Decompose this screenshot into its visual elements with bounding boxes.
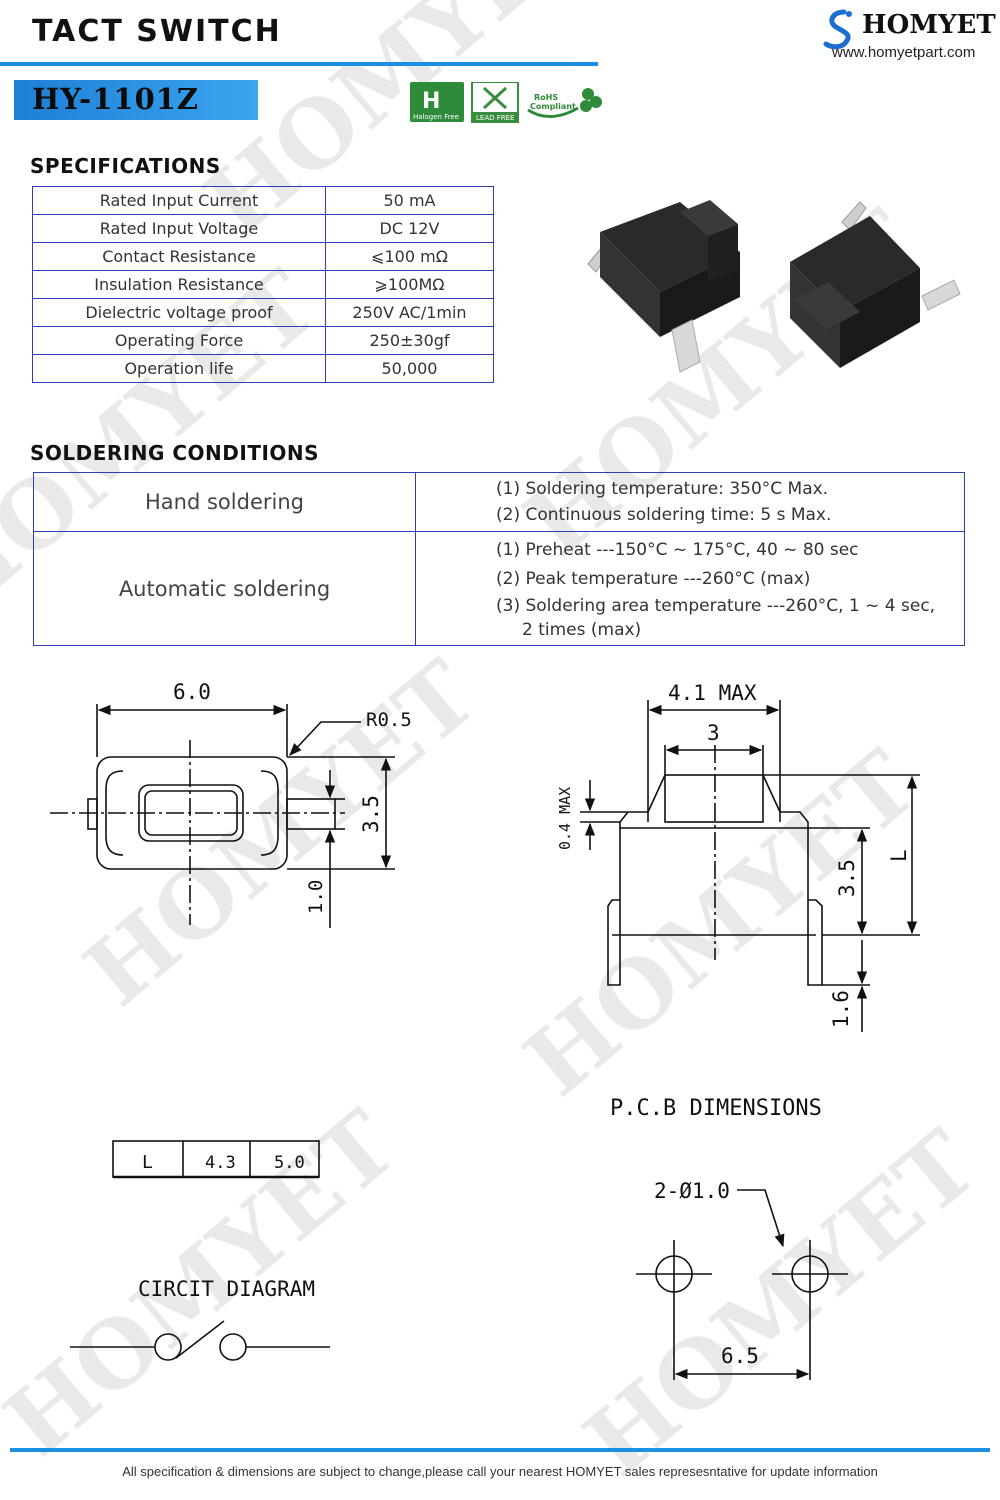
brand-logo-icon	[823, 9, 852, 50]
model-number: HY-1101Z	[32, 82, 200, 116]
side-body-height-dim: 3.5	[835, 859, 859, 897]
condition-line: (2) Peak temperature ---260°C (max)	[496, 568, 811, 589]
halogen-free-icon: H Halogen Free	[410, 82, 464, 122]
top-view-drawing	[50, 704, 395, 928]
side-max-width-dim: 4.1 MAX	[668, 681, 757, 705]
brand-logo: HOMYET www.homyetpart.com	[822, 8, 996, 64]
spec-name: Operation life	[32, 354, 326, 383]
model-banner: HY-1101Z	[14, 80, 258, 120]
rohs-icon: RoHS Compliant	[527, 88, 602, 118]
side-view-drawing	[580, 700, 920, 1032]
circuit-diagram-title: CIRCIT DIAGRAM	[138, 1277, 315, 1301]
l-table-grid	[112, 1140, 320, 1179]
pcb-dimensions-drawing	[636, 1189, 848, 1380]
switch-left-illustration	[587, 200, 740, 373]
header-rule	[0, 62, 598, 66]
page-title: TACT SWITCH	[32, 14, 282, 49]
side-lead-dim: 1.6	[829, 990, 853, 1028]
l-table-label: L	[142, 1152, 153, 1173]
svg-text:H: H	[422, 89, 440, 114]
condition-line: (3) Soldering area temperature ---260°C,…	[496, 595, 936, 616]
spec-name: Insulation Resistance	[32, 270, 326, 299]
brand-name: HOMYET	[862, 10, 996, 40]
specifications-title: SPECIFICATIONS	[30, 154, 221, 178]
pcb-hole-dim: 2-Ø1.0	[654, 1179, 730, 1203]
spec-value: ⩽100 mΩ	[325, 242, 494, 271]
spec-value: DC 12V	[325, 214, 494, 243]
spec-value: 250±30gf	[325, 326, 494, 355]
footer-disclaimer: All specification & dimensions are subje…	[122, 1464, 878, 1479]
top-radius-dim: R0.5	[366, 709, 412, 731]
lead-free-label: LEAD FREE	[476, 114, 514, 122]
condition-line: (1) Preheat ---150°C ~ 175°C, 40 ~ 80 se…	[496, 539, 859, 560]
condition-line: (2) Continuous soldering time: 5 s Max.	[496, 505, 832, 525]
brand-website: www.homyetpart.com	[832, 44, 976, 61]
pcb-title: P.C.B DIMENSIONS	[610, 1096, 822, 1121]
halogen-free-label: Halogen Free	[413, 113, 459, 121]
table-row: Automatic soldering (1) Preheat ---150°C…	[33, 531, 965, 646]
top-offset-dim: 1.0	[305, 880, 327, 914]
table-row: Contact Resistance⩽100 mΩ	[32, 242, 494, 271]
soldering-title: SOLDERING CONDITIONS	[30, 441, 320, 465]
l-table-option-2: 5.0	[274, 1153, 305, 1173]
automatic-soldering-conditions: (1) Preheat ---150°C ~ 175°C, 40 ~ 80 se…	[415, 531, 965, 646]
footer-rule	[10, 1448, 990, 1452]
table-row: Hand soldering (1) Soldering temperature…	[33, 472, 965, 532]
table-row: Insulation Resistance⩾100MΩ	[32, 270, 494, 299]
spec-name: Rated Input Current	[32, 186, 326, 215]
side-step-dim: 0.4 MAX	[556, 787, 574, 850]
condition-line: (1) Soldering temperature: 350°C Max.	[496, 479, 829, 499]
side-actuator-dim: 3	[707, 721, 720, 745]
soldering-table: Hand soldering (1) Soldering temperature…	[33, 472, 965, 646]
top-height-dim: 3.5	[359, 795, 383, 833]
circuit-diagram-drawing	[70, 1320, 330, 1361]
lead-free-icon: LEAD FREE	[471, 82, 519, 123]
compliance-badges: H Halogen Free LEAD FREE RoHS Compliant	[410, 82, 602, 123]
spec-value: 50 mA	[325, 186, 494, 215]
technical-drawings: 6.0 R0.5 3.5 1.0 4.1 MAX 3 0.4 MAX 3.5 L…	[50, 680, 920, 1380]
side-length-label: L	[887, 849, 911, 862]
spec-value: 50,000	[325, 354, 494, 383]
spec-name: Operating Force	[32, 326, 326, 355]
top-width-dim: 6.0	[173, 680, 211, 704]
spec-name: Rated Input Voltage	[32, 214, 326, 243]
automatic-soldering-label: Automatic soldering	[33, 531, 416, 646]
rohs-label-2: Compliant	[530, 102, 576, 111]
hand-soldering-conditions: (1) Soldering temperature: 350°C Max. (2…	[415, 472, 965, 532]
pcb-pitch-dim: 6.5	[721, 1344, 759, 1368]
product-photo	[587, 200, 961, 373]
condition-line: 2 times (max)	[522, 619, 642, 640]
switch-right-illustration	[790, 201, 961, 368]
hand-soldering-label: Hand soldering	[33, 472, 416, 532]
rohs-label-1: RoHS	[534, 93, 558, 102]
spec-value: 250V AC/1min	[325, 298, 494, 327]
spec-name: Contact Resistance	[32, 242, 326, 271]
l-table-option-1: 4.3	[205, 1153, 236, 1173]
